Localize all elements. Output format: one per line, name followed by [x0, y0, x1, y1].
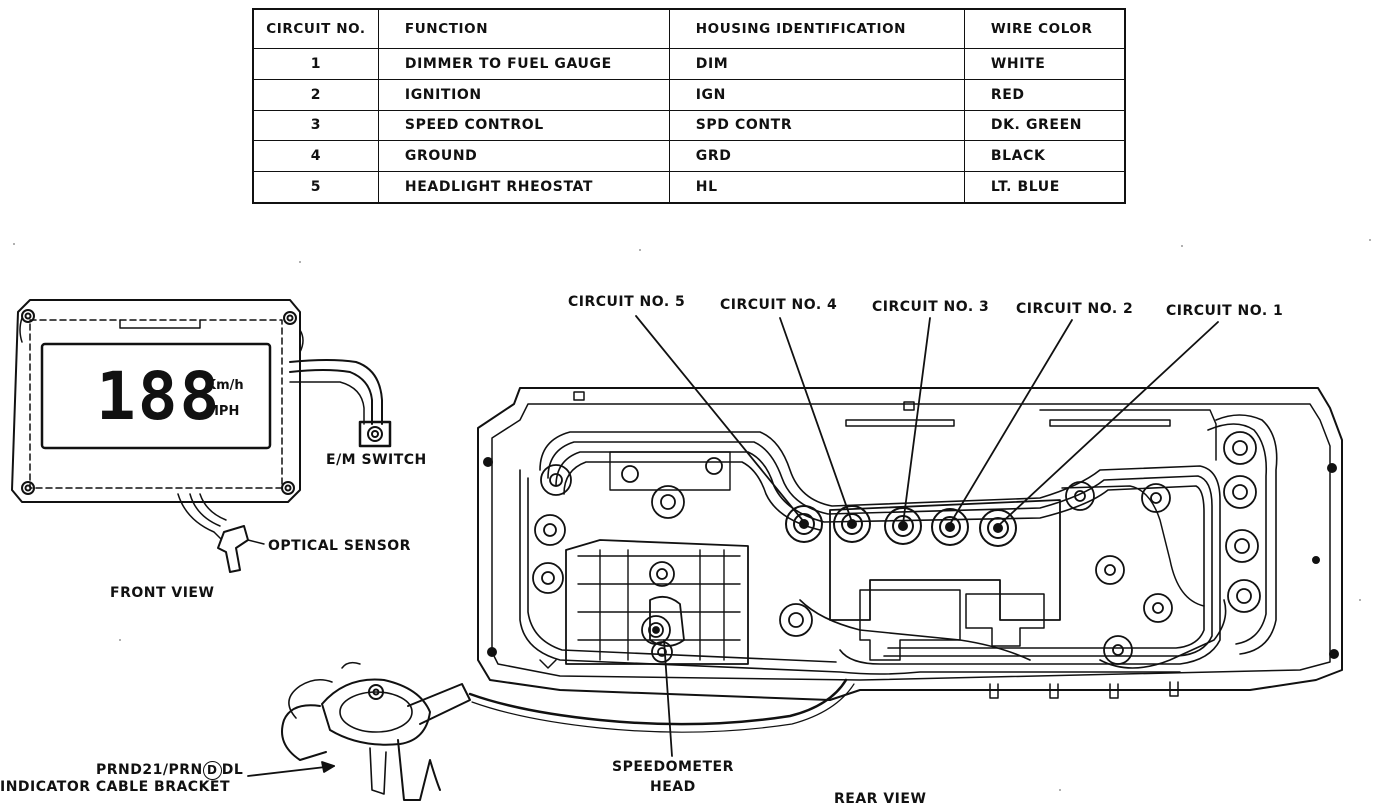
lcd-speed-digits: 188: [96, 358, 222, 435]
circuit-3-label: CIRCUIT NO. 3: [872, 299, 990, 315]
leader-circuit-2: [949, 319, 1073, 525]
cell-circuit-no: 2: [252, 78, 379, 111]
header-function: FUNCTION: [377, 8, 670, 49]
housing-tabs: [539, 659, 1179, 699]
cell-function: SPEED CONTROL: [377, 109, 670, 142]
leader-bracket: [247, 765, 335, 777]
lcd-unit-mph: MPH: [206, 404, 240, 419]
cell-circuit-no: 5: [252, 171, 379, 204]
lamp-socket-circuit-3: [884, 507, 922, 545]
leader-lines: [247, 315, 1219, 777]
em-switch-harness: [289, 359, 392, 448]
cell-housing: HL: [668, 171, 965, 204]
cell-circuit-no: 4: [252, 140, 379, 173]
digital-speedometer-module: [11, 299, 304, 503]
printed-circuit-traces: [519, 414, 1278, 675]
indicator-cable-bracket: [281, 661, 855, 801]
bracket-label-circled-d: D: [202, 761, 222, 780]
lamp-socket-circuit-5: [785, 505, 823, 543]
scan-specks: [13, 239, 1371, 791]
cell-wire-color: WHITE: [963, 48, 1126, 80]
table-row: 5 HEADLIGHT RHEOSTAT HL LT. BLUE: [252, 171, 1126, 204]
circuit-board-tab: [829, 485, 1205, 661]
speedometer-head-label-line1: SPEEDOMETER: [612, 759, 734, 775]
lamp-socket-circuit-2: [931, 508, 969, 546]
cell-function: GROUND: [377, 140, 670, 173]
lamp-socket-circuit-4: [833, 505, 871, 543]
circuit-2-label: CIRCUIT NO. 2: [1016, 301, 1134, 317]
cell-housing: DIM: [668, 48, 965, 80]
leader-circuit-4: [779, 317, 853, 523]
table-row: 2 IGNITION IGN RED: [252, 78, 1126, 111]
bracket-label-line2: INDICATOR CABLE BRACKET: [0, 779, 231, 795]
circuit-1-label: CIRCUIT NO. 1: [1166, 303, 1284, 319]
lcd-window: [40, 342, 272, 450]
speedometer-grid-housing: [565, 539, 749, 665]
table-row: 1 DIMMER TO FUEL GAUGE DIM WHITE: [252, 48, 1126, 80]
leader-circuit-3: [902, 317, 931, 525]
optical-sensor: [177, 493, 265, 573]
leader-speedometer-head: [663, 639, 673, 757]
rear-view-title: REAR VIEW: [834, 791, 927, 807]
cell-circuit-no: 3: [252, 109, 379, 142]
circuit-4-label: CIRCUIT NO. 4: [720, 297, 838, 313]
table-header-row: CIRCUIT NO. FUNCTION HOUSING IDENTIFICAT…: [252, 8, 1126, 49]
cluster-bulbs: [532, 431, 1261, 665]
lcd-unit-kmh: Km/h: [206, 378, 244, 393]
cell-wire-color: LT. BLUE: [963, 171, 1126, 204]
header-wire-color: WIRE COLOR: [963, 8, 1126, 49]
header-housing-identification: HOUSING IDENTIFICATION: [668, 8, 965, 49]
leader-circuit-5: [635, 315, 805, 523]
bracket-label-suffix: DL: [221, 762, 244, 778]
cell-housing: GRD: [668, 140, 965, 173]
lamp-socket-circuit-1: [979, 509, 1017, 547]
bracket-label-prefix: PRND21/PRN: [96, 762, 203, 778]
cell-function: DIMMER TO FUEL GAUGE: [377, 48, 670, 80]
front-view-title: FRONT VIEW: [110, 585, 215, 601]
cell-function: HEADLIGHT RHEOSTAT: [377, 171, 670, 204]
table-row: 3 SPEED CONTROL SPD CONTR DK. GREEN: [252, 109, 1126, 142]
instrument-cluster-housing: [477, 387, 1343, 701]
cell-housing: SPD CONTR: [668, 109, 965, 142]
em-switch-label: E/M SWITCH: [326, 452, 427, 468]
speedometer-head-label-line2: HEAD: [650, 779, 696, 795]
circuit-5-label: CIRCUIT NO. 5: [568, 294, 686, 310]
leader-circuit-1: [997, 321, 1219, 527]
circuit-table: CIRCUIT NO. FUNCTION HOUSING IDENTIFICAT…: [252, 8, 1126, 204]
table-row: 4 GROUND GRD BLACK: [252, 140, 1126, 173]
optical-sensor-label: OPTICAL SENSOR: [268, 538, 411, 554]
